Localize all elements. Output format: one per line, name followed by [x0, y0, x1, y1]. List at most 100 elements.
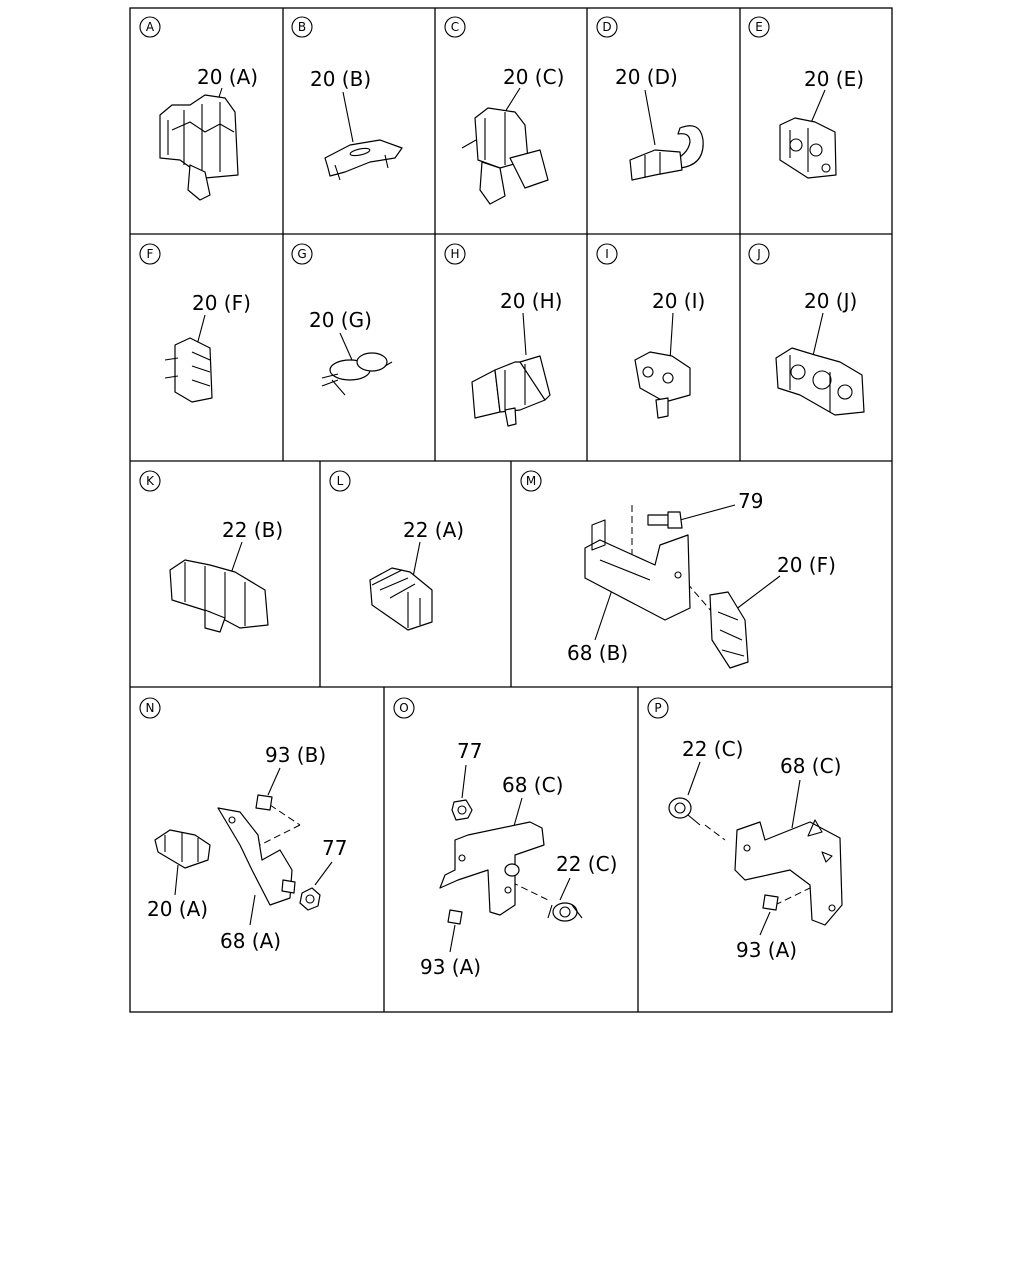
panel-grid — [129, 7, 893, 1013]
panel-p: P 22 (C) 68 (C) 93 (A) — [647, 697, 843, 962]
panel-letter-b: B — [291, 16, 313, 38]
bracket-68a — [217, 807, 296, 906]
clip-20g — [321, 352, 393, 396]
panel-b: B 20 (B) — [291, 16, 403, 181]
callout-22a: 22 (A) — [403, 518, 464, 542]
clip-20d — [629, 125, 704, 181]
callout-22b: 22 (B) — [222, 518, 283, 542]
panel-letter-a: A — [139, 16, 161, 38]
panel-i: I 20 (I) — [596, 243, 705, 419]
bracket-68b — [584, 519, 691, 621]
callout-77-n: 77 — [322, 836, 347, 860]
panel-f: F 20 (F) — [139, 243, 251, 403]
clip-20i — [634, 351, 691, 419]
callout-20a-n: 20 (A) — [147, 897, 208, 921]
callout-20g: 20 (G) — [309, 308, 372, 332]
panel-k: K 22 (B) — [139, 470, 283, 633]
panel-letter-l-text: L — [337, 474, 344, 488]
callout-77-o: 77 — [457, 739, 482, 763]
panel-letter-l: L — [329, 470, 351, 492]
clamp-22c-p — [668, 797, 701, 826]
callout-20h: 20 (H) — [500, 289, 562, 313]
clip-20h — [471, 355, 551, 427]
callout-93a-p: 93 (A) — [736, 938, 797, 962]
clip-20c — [461, 107, 549, 205]
callout-22c-o: 22 (C) — [556, 852, 617, 876]
panel-letter-a-text: A — [146, 20, 155, 34]
callout-20f: 20 (F) — [192, 291, 251, 315]
panel-letter-p-text: P — [654, 701, 661, 715]
panel-c: C 20 (C) — [444, 16, 564, 205]
clip-20e — [779, 117, 837, 179]
panel-j: J 20 (J) — [748, 243, 865, 416]
panel-letter-h: H — [444, 243, 466, 265]
clip-20a-n — [154, 829, 211, 869]
panel-letter-g: G — [291, 243, 313, 265]
bracket-68c-p — [734, 819, 843, 926]
panel-letter-b-text: B — [298, 20, 306, 34]
nut-77-n — [299, 887, 321, 911]
clamp-22c-o — [547, 902, 583, 922]
callout-20a: 20 (A) — [197, 65, 258, 89]
bolt-93a-o — [447, 909, 463, 925]
bolt-93b — [255, 794, 273, 811]
panel-letter-f-text: F — [147, 247, 154, 261]
panel-letter-j-text: J — [756, 247, 761, 261]
nut-77-o — [451, 799, 473, 821]
panel-letter-d-text: D — [602, 20, 611, 34]
panel-letter-g-text: G — [297, 247, 306, 261]
panel-letter-n: N — [139, 697, 161, 719]
callout-20e: 20 (E) — [804, 67, 864, 91]
panel-letter-j: J — [748, 243, 770, 265]
bolt-93a-p — [762, 894, 779, 911]
panel-letter-n-text: N — [146, 701, 155, 715]
clip-22a — [369, 567, 433, 631]
clip-20f — [164, 337, 213, 403]
panel-letter-o-text: O — [399, 701, 408, 715]
clip-22b — [169, 559, 269, 633]
callout-22c-p: 22 (C) — [682, 737, 743, 761]
panel-e: E 20 (E) — [748, 16, 864, 179]
panel-letter-i: I — [596, 243, 618, 265]
panel-a: A 20 (A) — [139, 16, 258, 201]
panel-n: N 93 (B) 77 20 (A) 68 (A) — [139, 697, 347, 953]
panel-h: H 20 (H) — [444, 243, 562, 427]
callout-20j: 20 (J) — [804, 289, 857, 313]
panel-d: D 20 (D) — [596, 16, 704, 181]
callout-20b: 20 (B) — [310, 67, 371, 91]
panel-letter-m: M — [520, 470, 542, 492]
panel-l: L 22 (A) — [329, 470, 464, 631]
panel-letter-o: O — [393, 697, 415, 719]
panel-letter-i-text: I — [605, 247, 609, 261]
callout-68b: 68 (B) — [567, 641, 628, 665]
callout-68a: 68 (A) — [220, 929, 281, 953]
panel-letter-e-text: E — [755, 20, 763, 34]
panel-o: O 77 68 (C) 22 (C) 93 (A) — [393, 697, 617, 979]
panel-letter-k-text: K — [146, 474, 155, 488]
clip-20b — [324, 139, 403, 181]
panel-letter-k: K — [139, 470, 161, 492]
clip-20f-m — [709, 591, 749, 669]
panel-letter-c: C — [444, 16, 466, 38]
panel-letter-h-text: H — [450, 247, 459, 261]
panel-letter-d: D — [596, 16, 618, 38]
callout-20i: 20 (I) — [652, 289, 705, 313]
panel-m: M 79 20 (F) 68 (B) — [520, 470, 836, 669]
panel-g: G 20 (G) — [291, 243, 393, 396]
panel-letter-p: P — [647, 697, 669, 719]
callout-68c-o: 68 (C) — [502, 773, 563, 797]
panel-letter-e: E — [748, 16, 770, 38]
panel-letter-m-text: M — [526, 474, 536, 488]
callout-20d: 20 (D) — [615, 65, 678, 89]
panel-letter-c-text: C — [451, 20, 459, 34]
callout-93b: 93 (B) — [265, 743, 326, 767]
callout-20c: 20 (C) — [503, 65, 564, 89]
clip-20j — [775, 347, 865, 416]
bracket-68c-o — [439, 821, 545, 916]
callout-79: 79 — [738, 489, 763, 513]
callout-20f-m: 20 (F) — [777, 553, 836, 577]
callout-68c-p: 68 (C) — [780, 754, 841, 778]
panel-letter-f: F — [139, 243, 161, 265]
clip-20a — [159, 94, 239, 201]
